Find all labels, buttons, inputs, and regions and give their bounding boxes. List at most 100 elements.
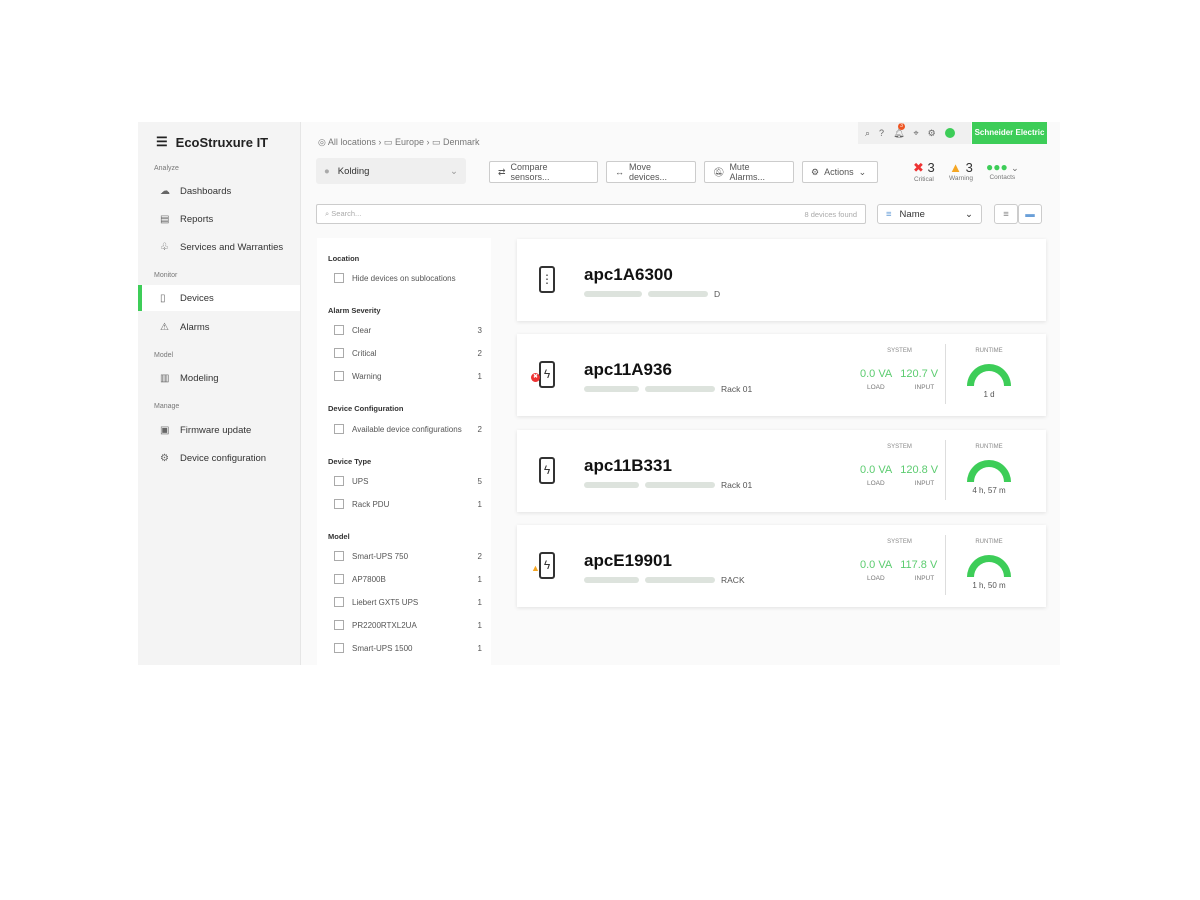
sidebar-item-services[interactable]: ♧Services and Warranties [160, 241, 284, 253]
breadcrumb-europe[interactable]: Europe [394, 137, 424, 147]
logo: ☰EcoStruxure IT [156, 134, 269, 150]
search-icon[interactable]: ⌕ [865, 127, 871, 138]
ups-icon: ϟ [539, 457, 555, 484]
pin-icon: ● [324, 165, 330, 177]
sidebar-item-firmware[interactable]: ▣Firmware update [160, 424, 252, 436]
ups-icon: ϟ [539, 552, 555, 579]
device-details: D [584, 289, 720, 299]
divider [945, 440, 946, 500]
sidebar-item-dashboards[interactable]: ☁Dashboards [160, 185, 232, 197]
bell-icon[interactable]: 🔔︎3 [893, 122, 906, 138]
section-label: Analyze [154, 165, 179, 172]
checkbox[interactable] [334, 643, 344, 653]
breadcrumb: ◎ All locations › ▭ Europe › ▭ Denmark [318, 137, 480, 147]
chevron-down-icon: ⌄ [858, 166, 867, 177]
config-icon: ⚙ [160, 452, 169, 464]
breadcrumb-denmark[interactable]: Denmark [443, 137, 480, 147]
contacts-status[interactable]: ●●● ⌄Contacts [986, 160, 1019, 181]
section-label: Manage [154, 403, 180, 410]
firmware-icon: ▣ [160, 424, 170, 436]
move-icon: ↔ [615, 167, 624, 177]
list-view-toggle[interactable]: ≡ [994, 204, 1018, 224]
runtime-label: RUNTIME [975, 444, 1003, 450]
divider [945, 535, 946, 595]
search-input[interactable]: ⌕ Search...8 devices found [316, 204, 866, 224]
filter-heading: Alarm Severity [328, 306, 381, 315]
move-devices-button[interactable]: ↔Move devices... [606, 161, 696, 183]
sidebar-item-device-config[interactable]: ⚙Device configuration [160, 452, 267, 464]
sidebar: ☰EcoStruxure IT Analyze ☁Dashboards ▤Rep… [138, 122, 301, 665]
checkbox[interactable] [334, 371, 344, 381]
checkbox[interactable] [334, 620, 344, 630]
system-label: SYSTEM [887, 444, 912, 450]
filter-option[interactable]: Hide devices on sublocations [334, 273, 482, 283]
runtime-gauge [967, 460, 1011, 482]
notification-badge: 3 [898, 122, 906, 130]
app-window: ☰EcoStruxure IT Analyze ☁Dashboards ▤Rep… [138, 122, 1060, 665]
actions-button[interactable]: ⚙Actions⌄ [802, 161, 878, 183]
checkbox[interactable] [334, 476, 344, 486]
filter-heading: Device Configuration [328, 404, 404, 413]
user-avatar[interactable] [944, 128, 955, 138]
runtime-gauge [967, 364, 1011, 386]
ups-icon: ϟ [539, 361, 555, 388]
sidebar-item-devices[interactable]: ▯Devices [138, 285, 300, 311]
mute-alarms-button[interactable]: 🔕︎Mute Alarms... [704, 161, 794, 183]
checkbox[interactable] [334, 273, 344, 283]
card-icon: ▬ [1025, 208, 1035, 220]
checkbox[interactable] [334, 348, 344, 358]
device-card[interactable]: ⋮ apc1A6300 D [517, 239, 1046, 321]
menu-icon[interactable]: ☰ [156, 134, 168, 149]
section-label: Monitor [154, 272, 178, 279]
filter-heading: Device Type [328, 457, 372, 466]
checkbox[interactable] [334, 574, 344, 584]
checkbox[interactable] [334, 499, 344, 509]
sort-select[interactable]: ≡Name⌄ [877, 204, 982, 224]
device-details: Rack 01 [584, 480, 752, 490]
compare-sensors-button[interactable]: ⇄Compare sensors... [489, 161, 598, 183]
location-select[interactable]: ●Kolding⌄ [316, 158, 466, 184]
settings-icon[interactable]: ⚙ [927, 127, 936, 138]
mute-icon: 🔕︎ [713, 166, 725, 177]
feedback-icon[interactable]: ⌖ [913, 127, 919, 138]
checkbox[interactable] [334, 325, 344, 335]
sidebar-item-reports[interactable]: ▤Reports [160, 213, 214, 225]
card-view-toggle[interactable]: ▬ [1018, 204, 1042, 224]
runtime-label: RUNTIME [975, 348, 1003, 354]
breadcrumb-all[interactable]: All locations [327, 137, 376, 147]
checkbox[interactable] [334, 597, 344, 607]
sort-icon: ≡ [886, 208, 892, 220]
help-icon[interactable]: ? [879, 128, 885, 138]
divider [945, 344, 946, 404]
sidebar-item-alarms[interactable]: ⚠Alarms [160, 321, 210, 333]
filter-panel: Location Hide devices on sublocations Al… [317, 238, 491, 665]
runtime-value: 4 h, 57 m [972, 486, 1006, 495]
main-content: ◎ All locations › ▭ Europe › ▭ Denmark ●… [316, 122, 1060, 665]
runtime-value: 1 h, 50 m [972, 581, 1006, 590]
sidebar-item-modeling[interactable]: ▥Modeling [160, 372, 219, 384]
alarm-icon: ⚠ [160, 321, 169, 333]
input-value: 120.8 V [900, 464, 939, 476]
checkbox[interactable] [334, 551, 344, 561]
list-icon: ≡ [1003, 208, 1009, 220]
load-value: 0.0 VA [860, 464, 893, 476]
runtime-gauge [967, 555, 1011, 577]
checkbox[interactable] [334, 424, 344, 434]
compare-icon: ⇄ [498, 166, 506, 177]
